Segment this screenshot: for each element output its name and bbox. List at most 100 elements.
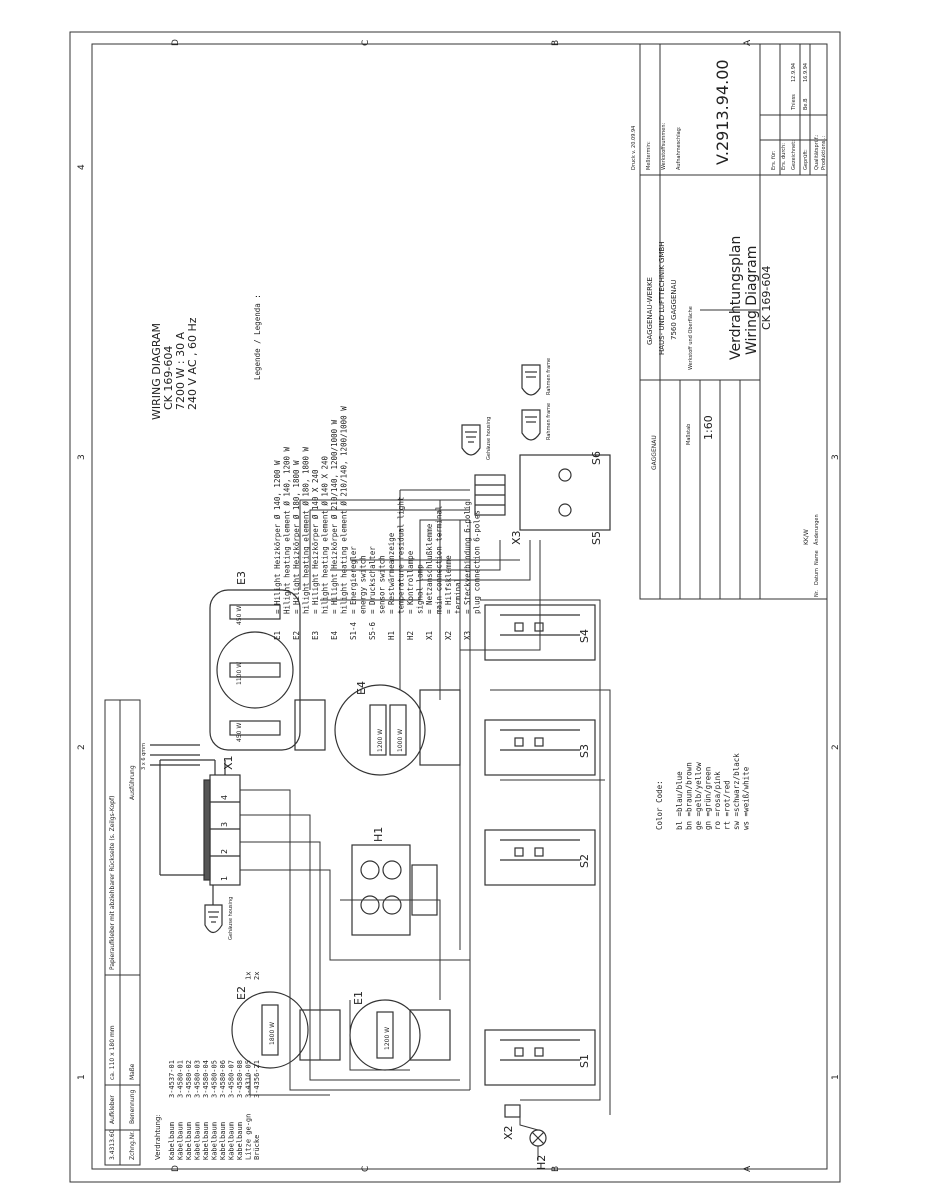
legend-text: = Hilight Heizkörper Ø 140 X 240	[311, 469, 320, 614]
legend-text: = Hilight Heizkörper Ø 180, 1800 W	[292, 460, 301, 614]
e2-rating: 1800 W	[269, 1022, 276, 1045]
wiring-lines	[240, 489, 611, 1160]
field-messtermin: Meßtermin:	[646, 141, 652, 170]
field-werkstoff: Werkstoffsummen:	[661, 122, 667, 170]
e3-rating-3: 450 W	[236, 723, 243, 742]
ground-housing-symbol	[204, 904, 223, 934]
h1-label: H1	[372, 827, 385, 842]
ground-housing-icon-top	[461, 424, 481, 456]
wiring-name: Brücke	[253, 1135, 261, 1160]
wiring-part: 3-4310-05	[245, 1060, 253, 1098]
field-geprueft: Geprüft:	[803, 149, 809, 170]
masse-value: ca. 110 x 180 mm	[109, 1025, 116, 1080]
x3-plug-connector	[474, 474, 506, 516]
component-labels: X1 1 2 3 4 E2 1800 W E1 1200 W H1 E4 120…	[141, 358, 603, 1170]
legend-code: H2	[406, 631, 415, 640]
legend-text: sensor switch	[378, 555, 387, 614]
zone-number-2: 2	[77, 744, 87, 750]
scale-label: Maßstab	[686, 424, 692, 445]
zone-letter-a-bottom: A	[743, 1165, 753, 1172]
legend-code: E3	[311, 631, 320, 640]
field-ers-fuer: Ers. für:	[771, 150, 777, 170]
h1-residual-heat-indicator	[351, 844, 438, 936]
e2-label: E2	[235, 986, 248, 1000]
e1-rating: 1200 W	[384, 1027, 391, 1050]
color-code-item: bl =blau/blue	[675, 771, 684, 830]
legend-code: E1	[273, 631, 282, 640]
x1-terminal-1: 1	[220, 876, 229, 881]
color-code-heading: Color Code:	[655, 780, 664, 830]
legend-text: terminal	[454, 578, 463, 614]
schematic	[150, 364, 611, 1160]
s1-label: S1	[578, 1054, 591, 1068]
legend-text: = Druckschalter	[368, 546, 377, 614]
verdrahtung-block-main: Verdrahtung: Kabelbaum3-4537-01Kabelbaum…	[154, 972, 261, 1160]
legend-text: = Hilfsklemme	[444, 555, 453, 614]
wiring-name: Litze ge-gn	[245, 1114, 253, 1160]
material-label: Werkstoff und Oberfläche	[688, 306, 694, 370]
s4-label: S4	[578, 629, 591, 643]
wiring-part: 3-4580-01	[177, 1060, 185, 1098]
s6-label: S6	[590, 451, 603, 465]
zone-letter-d-bottom: D	[171, 1165, 181, 1172]
wiring-name: Kabelbaum	[194, 1122, 202, 1160]
e3-rating-1: 450 W	[236, 606, 243, 625]
legend-text: hilight heating element Ø 140 X 240	[321, 455, 330, 614]
x1-terminal-2: 2	[220, 849, 229, 854]
legend-code: X2	[444, 631, 453, 640]
s5-s6-sensor-switches	[519, 454, 611, 531]
wiring-name: Kabelbaum	[211, 1122, 219, 1160]
x3-label: X3	[510, 530, 523, 545]
e4-rating-outer: 1000 W	[397, 729, 404, 752]
zchng-value: 3.4313.60	[109, 1129, 116, 1160]
wiring-part: 3-4356-21	[253, 1060, 261, 1098]
legend-text: temperature residual light	[397, 497, 406, 614]
field-gezeichnet-date: 12.9.94	[791, 63, 797, 82]
zone-number-2-right: 2	[831, 744, 841, 750]
header-title: WIRING DIAGRAM	[150, 323, 163, 420]
color-code-item: gn =grün/green	[704, 767, 713, 830]
e3-label: E3	[235, 571, 248, 585]
field-qualitaet: Qualitätsprüf.:	[814, 134, 820, 170]
ausfuehrung-value: Papieraufkleber mit abziehbarer Rückseit…	[109, 796, 116, 970]
frame-label-2: Rahmen frame	[546, 358, 552, 395]
s1-energy-switch	[484, 1029, 596, 1086]
wiring-name: Kabelbaum	[202, 1122, 210, 1160]
wiring-part: 3-4580-05	[211, 1060, 219, 1098]
s2-label: S2	[578, 854, 591, 868]
x2-label: X2	[502, 1125, 515, 1140]
legend-code: H1	[387, 631, 396, 640]
legend-heading: Legende / Legenda :	[253, 294, 262, 380]
parts-list-strip	[104, 699, 141, 1166]
ground-frame-icon-top-1	[521, 409, 541, 441]
drawing-model: CK 169-604	[760, 266, 773, 330]
drawing-frame	[69, 31, 841, 1183]
legend-text: = Hilight Heizkörper Ø 140, 1200 W	[273, 460, 282, 614]
field-geprueft-name: Be.B	[803, 98, 809, 110]
legend-text: energy switch	[359, 555, 368, 614]
header-power: 7200 W : 30 A	[174, 331, 187, 410]
e3-heating-element	[209, 589, 326, 751]
zone-number-4: 4	[77, 164, 87, 170]
field-geprueft-date: 16.9.94	[803, 63, 809, 82]
wiring-name: Kabelbaum	[219, 1122, 227, 1160]
legend-code: E2	[292, 631, 301, 640]
zone-number-3-right: 3	[831, 454, 841, 460]
legend-text: = Restwärmeanzeige	[387, 532, 396, 614]
legend-code: S5-6	[368, 621, 377, 640]
field-gezeichnet: Gezeichnet:	[791, 140, 797, 170]
field-gezeichnet-name: Thiess	[791, 94, 797, 111]
masse-label: Maße	[129, 1063, 136, 1080]
ground-label-top: Gehäuse housing	[486, 417, 492, 460]
legend-code: E4	[330, 630, 339, 640]
wiring-name: Kabelbaum	[228, 1122, 236, 1160]
zone-letter-c: C	[361, 40, 371, 46]
wire-size-label: 3 x 6 qmm	[141, 743, 147, 770]
color-code-item: ws =weiß/white	[742, 766, 751, 830]
legend-code: X1	[425, 631, 434, 640]
zone-letter-c-bottom: C	[361, 1166, 371, 1172]
wiring-part: 3-4580-07	[228, 1060, 236, 1098]
ground-frame-icon-top-2	[521, 364, 541, 396]
x1-terminal-block	[203, 774, 241, 886]
